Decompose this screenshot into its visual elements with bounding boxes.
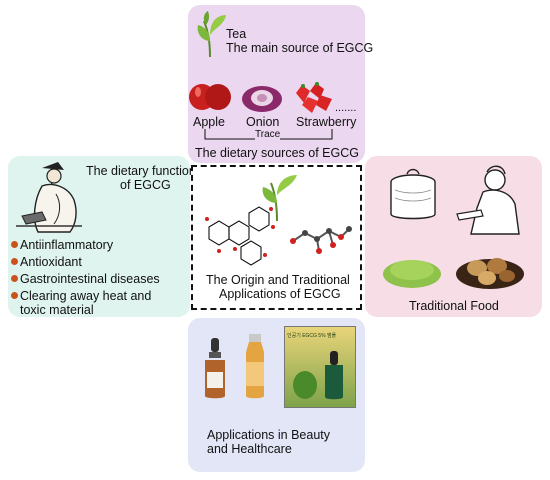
egcg-structure-icon <box>205 206 275 266</box>
origin-caption: The Origin and Traditional <box>206 273 350 287</box>
onion-label: Onion <box>246 115 280 129</box>
function-clearing-heat: Clearing away heat and <box>10 289 152 303</box>
apple-label: Apple <box>193 115 225 129</box>
dropper-bottle-icon <box>205 338 225 399</box>
matcha-powder-icon <box>383 260 441 288</box>
function-antiinflammatory: Antiinflammatory <box>10 238 114 252</box>
apple-icon <box>189 84 231 110</box>
function-clearing-heat-cont: toxic material <box>20 303 94 317</box>
beauty-healthcare-caption-cont: and Healthcare <box>207 442 292 456</box>
ampoule-bottle-icon <box>325 351 343 400</box>
scholar-figure-icon <box>16 162 82 233</box>
traditional-food-panel: Traditional Food <box>365 156 542 317</box>
tea-sprig-icon <box>262 175 297 222</box>
tea-eggs-icon <box>456 258 524 289</box>
more-foods-ellipsis: ....... <box>335 102 357 114</box>
green-tea-leaf-icon <box>293 371 317 399</box>
tea-label: Tea <box>226 27 247 41</box>
egcg-ampoule-product: 인공기 EGCG 5% 앰플 <box>284 326 356 408</box>
product-label: 인공기 EGCG 5% 앰플 <box>287 333 337 339</box>
traditional-food-caption: Traditional Food <box>409 299 499 313</box>
function-gastrointestinal: Gastrointestinal diseases <box>11 272 160 286</box>
dietary-function-title-cont: of EGCG <box>120 178 171 192</box>
tea-leaf-icon <box>197 11 226 58</box>
egcg-3d-model-icon <box>290 226 352 254</box>
trace-label: Trace <box>255 129 281 140</box>
strawberry-label: Strawberry <box>296 115 357 129</box>
origin-center-box: The Origin and Traditional Applications … <box>191 165 362 310</box>
strawberry-icon <box>296 82 332 113</box>
function-antioxidant: Antioxidant <box>11 255 82 269</box>
beauty-healthcare-panel: 인공기 EGCG 5% 앰플 Applications in Beauty an… <box>188 318 365 472</box>
dietary-function-panel: The dietary function of EGCG Antiinflamm… <box>8 156 196 317</box>
origin-caption-cont: Applications of EGCG <box>219 287 341 301</box>
dietary-sources-caption: The dietary sources of EGCG <box>195 146 359 160</box>
tea-source-label: The main source of EGCG <box>226 41 374 55</box>
dietary-function-title: The dietary function <box>86 164 196 178</box>
dietary-sources-panel: Tea The main source of EGCG ....... Appl… <box>188 5 373 163</box>
drink-bottle-icon <box>246 334 264 399</box>
woman-cooking-sketch-icon <box>456 165 520 235</box>
beauty-healthcare-caption: Applications in Beauty <box>207 428 330 442</box>
onion-icon <box>242 86 282 112</box>
cooking-pot-sketch-icon <box>390 168 436 220</box>
